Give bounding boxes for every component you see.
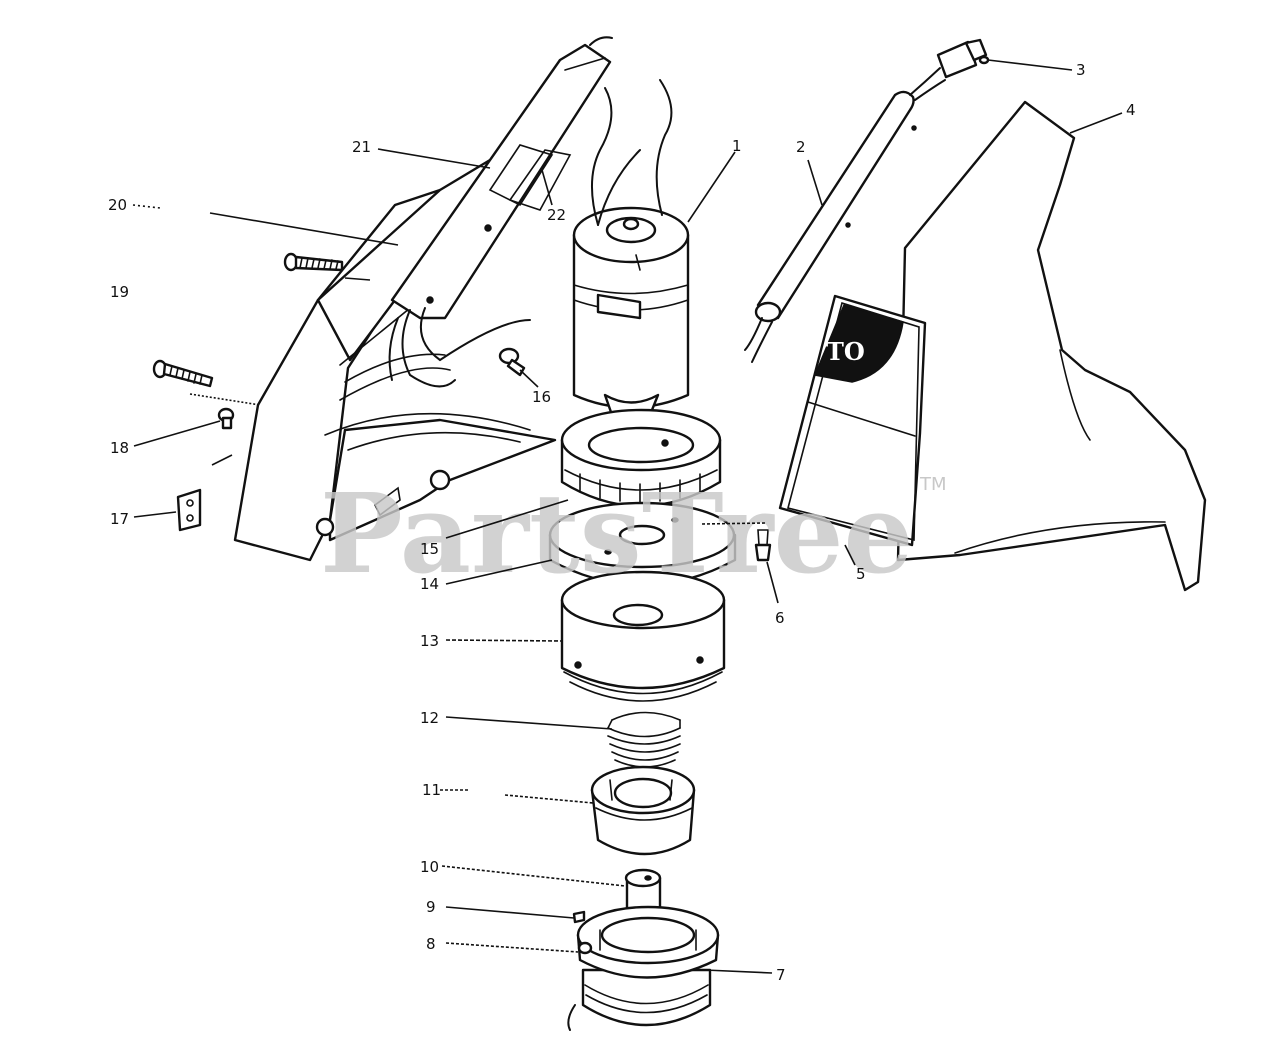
screw-16 xyxy=(498,347,526,377)
callout-16: 16 xyxy=(532,388,551,406)
watermark-text: PartsTree xyxy=(320,469,914,598)
callout-10: 10 xyxy=(420,858,439,876)
callout-18: 18 xyxy=(110,439,129,457)
hub-ring xyxy=(560,408,722,508)
callout-4: 4 xyxy=(1126,101,1136,119)
plate-17 xyxy=(176,488,202,532)
screw-long-lower xyxy=(152,359,214,388)
callout-19: 19 xyxy=(110,283,129,301)
callout-2: 2 xyxy=(796,138,806,156)
callout-3: 3 xyxy=(1076,61,1086,79)
leader-lines xyxy=(132,59,1123,974)
callout-labels: 1 2 3 4 5 6 7 8 9 10 11 12 13 14 15 16 1… xyxy=(108,61,1136,984)
watermark-trademark: TM xyxy=(919,474,947,495)
callout-14: 14 xyxy=(420,575,439,593)
motor xyxy=(572,79,690,450)
decal-logo-text: TO xyxy=(826,337,865,366)
callout-11: 11 xyxy=(422,781,441,799)
housing-wires xyxy=(388,307,531,388)
callout-17: 17 xyxy=(110,510,129,528)
callout-12: 12 xyxy=(420,709,439,727)
callout-21: 21 xyxy=(352,138,371,156)
plug-connector xyxy=(936,38,990,79)
grass-shield xyxy=(896,100,1207,592)
watermark: PartsTree TM xyxy=(320,469,947,598)
callout-13: 13 xyxy=(420,632,439,650)
cord-rod xyxy=(744,67,946,363)
cup-retainer xyxy=(590,765,696,856)
spring xyxy=(607,711,681,768)
screw-6 xyxy=(754,529,772,562)
callout-6: 6 xyxy=(775,609,785,627)
callout-8: 8 xyxy=(426,935,436,953)
callout-15: 15 xyxy=(420,540,439,558)
screw-long-upper xyxy=(283,252,344,272)
callout-7: 7 xyxy=(776,966,786,984)
callout-1: 1 xyxy=(732,137,742,155)
callout-22: 22 xyxy=(547,206,566,224)
callout-9: 9 xyxy=(426,898,436,916)
handle-tube xyxy=(390,36,613,320)
base-housing xyxy=(567,905,720,1031)
spool xyxy=(560,570,726,702)
callout-5: 5 xyxy=(856,565,866,583)
small-screw-18 xyxy=(217,407,235,430)
callout-20: 20 xyxy=(108,196,127,214)
decal: TO xyxy=(778,294,927,547)
